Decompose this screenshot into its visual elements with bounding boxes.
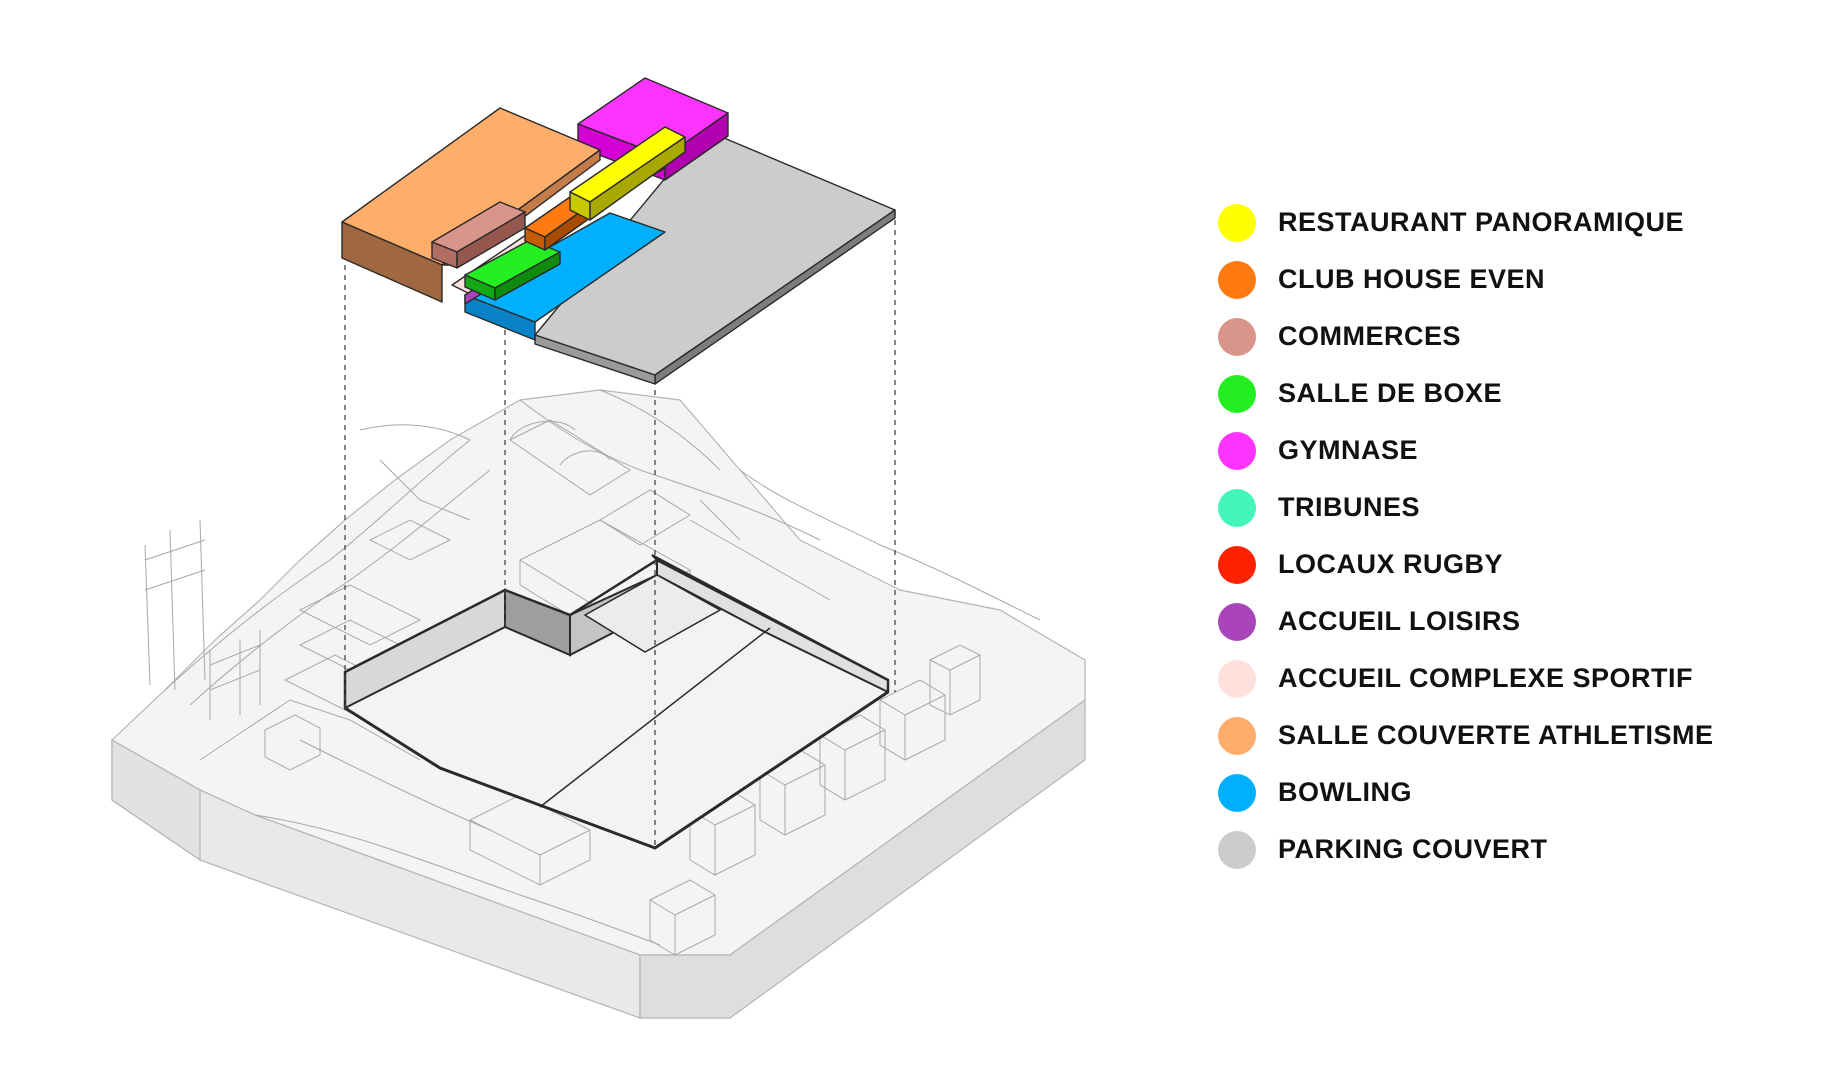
- legend-label: ACCUEIL LOISIRS: [1278, 606, 1521, 636]
- gymnase-side: [664, 112, 729, 181]
- bowling-front: [464, 294, 536, 341]
- legend-swatch: [1218, 659, 1256, 698]
- legend-item-gymnase: GYMNASE: [1218, 422, 1818, 479]
- stadium-structure: [509, 420, 576, 441]
- road-outline: [189, 469, 491, 706]
- commerces-side: [456, 211, 526, 269]
- court-outline: [368, 519, 452, 561]
- legend-swatch: [1218, 260, 1256, 299]
- stadium-pit: [343, 554, 890, 850]
- road-outline: [359, 424, 471, 441]
- restaurant-side: [589, 136, 686, 221]
- legend-label: COMMERCES: [1278, 321, 1462, 351]
- pit-rim: [343, 558, 890, 708]
- legend-label: RESTAURANT PANORAMIQUE: [1278, 207, 1684, 237]
- road-outline: [599, 389, 721, 471]
- building-block: [929, 644, 981, 716]
- legend-label: LOCAUX RUGBY: [1278, 549, 1504, 579]
- salle-athletisme-front: [341, 221, 443, 303]
- parking-couvert-front: [534, 334, 656, 385]
- road-outline: [699, 499, 741, 541]
- legend-label: BOWLING: [1278, 777, 1412, 807]
- site-base-right-face: [639, 698, 1086, 1019]
- legend-swatch: [1218, 488, 1256, 527]
- legend-swatch: [1218, 317, 1256, 356]
- pit-rim: [344, 690, 889, 850]
- legend-item-accueil-complexe-sportif: ACCUEIL COMPLEXE SPORTIF: [1218, 650, 1818, 707]
- stadium-structure: [559, 450, 611, 466]
- legend-swatch: [1218, 773, 1256, 812]
- road-outline: [739, 469, 1041, 621]
- legend-item-restaurant-panoramique: RESTAURANT PANORAMIQUE: [1218, 194, 1818, 251]
- legend-label: SALLE DE BOXE: [1278, 378, 1503, 408]
- legend-item-commerces: COMMERCES: [1218, 308, 1818, 365]
- pylon: [144, 519, 206, 691]
- legend-swatch: [1218, 716, 1256, 755]
- pit-floor: [345, 575, 888, 848]
- legend-swatch: [1218, 431, 1256, 470]
- legend: RESTAURANT PANORAMIQUE CLUB HOUSE EVEN C…: [1218, 194, 1818, 878]
- legend-label: ACCUEIL COMPLEXE SPORTIF: [1278, 663, 1694, 693]
- legend-item-locaux-rugby: LOCAUX RUGBY: [1218, 536, 1818, 593]
- legend-label: GYMNASE: [1278, 435, 1419, 465]
- pit-division-line: [539, 627, 771, 808]
- building-block: [819, 714, 886, 801]
- projection-lines: [344, 210, 896, 848]
- road-outline: [519, 399, 821, 541]
- building-block: [264, 714, 321, 771]
- road-outline: [199, 699, 421, 761]
- road-outline: [299, 739, 491, 831]
- pylon: [209, 630, 261, 720]
- legend-label: PARKING COUVERT: [1278, 834, 1548, 864]
- legend-item-salle-de-boxe: SALLE DE BOXE: [1218, 365, 1818, 422]
- building-block: [879, 679, 946, 761]
- site-base-left-face: [111, 738, 201, 862]
- legend-swatch: [1218, 830, 1256, 869]
- pit-ledge: [583, 574, 722, 653]
- building-block: [649, 879, 716, 956]
- legend-item-bowling: BOWLING: [1218, 764, 1818, 821]
- road-outline: [379, 459, 471, 521]
- legend-item-accueil-loisirs: ACCUEIL LOISIRS: [1218, 593, 1818, 650]
- legend-swatch: [1218, 203, 1256, 242]
- stadium-structure: [509, 419, 631, 496]
- legend-swatch: [1218, 545, 1256, 584]
- legend-item-salle-couverte-athletisme: SALLE COUVERTE ATHLETISME: [1218, 707, 1818, 764]
- legend-label: CLUB HOUSE EVEN: [1278, 264, 1546, 294]
- program-mass: [341, 77, 896, 385]
- legend-item-club-house-even: CLUB HOUSE EVEN: [1218, 251, 1818, 308]
- legend-item-tribunes: TRIBUNES: [1218, 479, 1818, 536]
- road-outline: [254, 814, 661, 946]
- legend-swatch: [1218, 374, 1256, 413]
- site-context: [144, 389, 1041, 956]
- salle-de-boxe-side: [494, 251, 561, 301]
- legend-swatch: [1218, 602, 1256, 641]
- legend-label: TRIBUNES: [1278, 492, 1421, 522]
- road-outline: [164, 439, 471, 691]
- court-outline: [298, 584, 422, 646]
- road-outline: [689, 519, 831, 601]
- stadium-structure: [599, 489, 691, 546]
- legend-label: SALLE COUVERTE ATHLETISME: [1278, 720, 1714, 750]
- legend-item-parking-couvert: PARKING COUVERT: [1218, 821, 1818, 878]
